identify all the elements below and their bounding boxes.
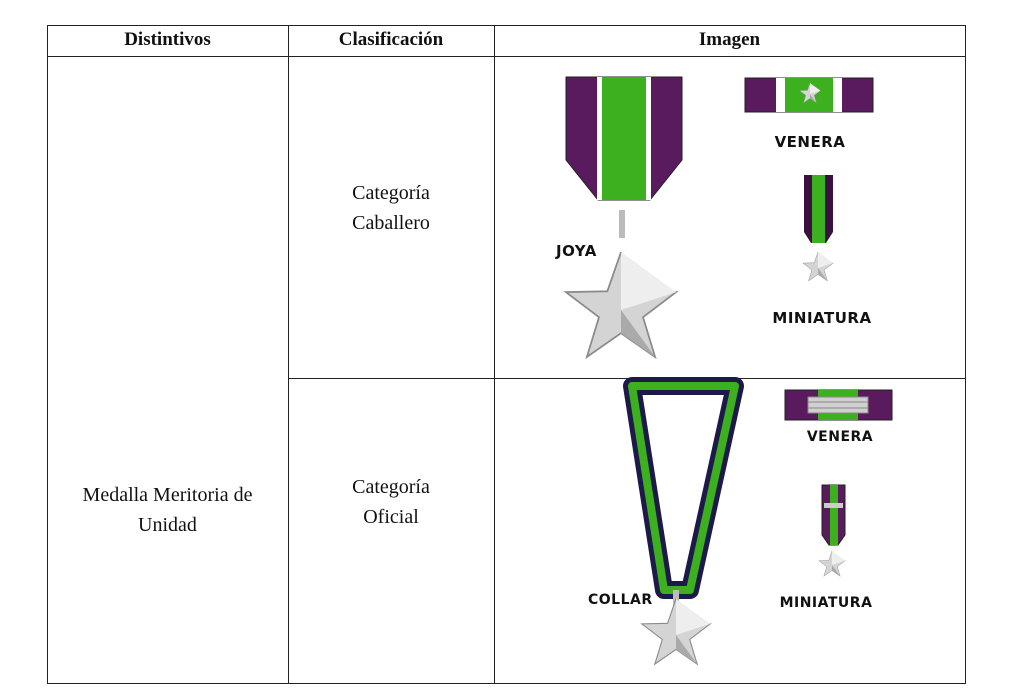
joya-miniatura (803, 175, 833, 281)
header-imagen: Imagen (698, 29, 761, 50)
star-icon (803, 252, 833, 281)
star-icon (642, 599, 710, 664)
clasificacion-oficial: Categoría Oficial (352, 476, 430, 528)
collar-venera (784, 389, 893, 421)
label-venera-2: VENERA (806, 429, 874, 445)
star-icon (819, 551, 846, 576)
label-joya: JOYA (556, 242, 597, 260)
header-distintivos: Distintivos (124, 29, 211, 50)
table-border-right (965, 25, 966, 684)
column-divider-2 (494, 25, 495, 684)
collar-medal (623, 377, 744, 664)
table-border-bottom (47, 683, 966, 684)
clasificacion-caballero: Categoría Caballero (352, 182, 430, 234)
row-divider (288, 378, 966, 379)
joya-venera (744, 77, 874, 113)
label-miniatura-2: MINIATURA (779, 595, 873, 611)
joya-medal (566, 76, 683, 357)
label-venera-1: VENERA (774, 133, 846, 151)
collar-miniatura (819, 484, 846, 576)
label-miniatura-1: MINIATURA (772, 309, 872, 327)
table-border-left (47, 25, 48, 684)
table-border-top (47, 25, 966, 26)
distintivo-name: Medalla Meritoria de Unidad (82, 484, 253, 536)
label-collar: COLLAR (588, 592, 653, 608)
header-divider (47, 56, 966, 57)
header-clasificacion: Clasificación (338, 29, 444, 50)
column-divider-1 (288, 25, 289, 684)
star-icon (566, 252, 676, 357)
